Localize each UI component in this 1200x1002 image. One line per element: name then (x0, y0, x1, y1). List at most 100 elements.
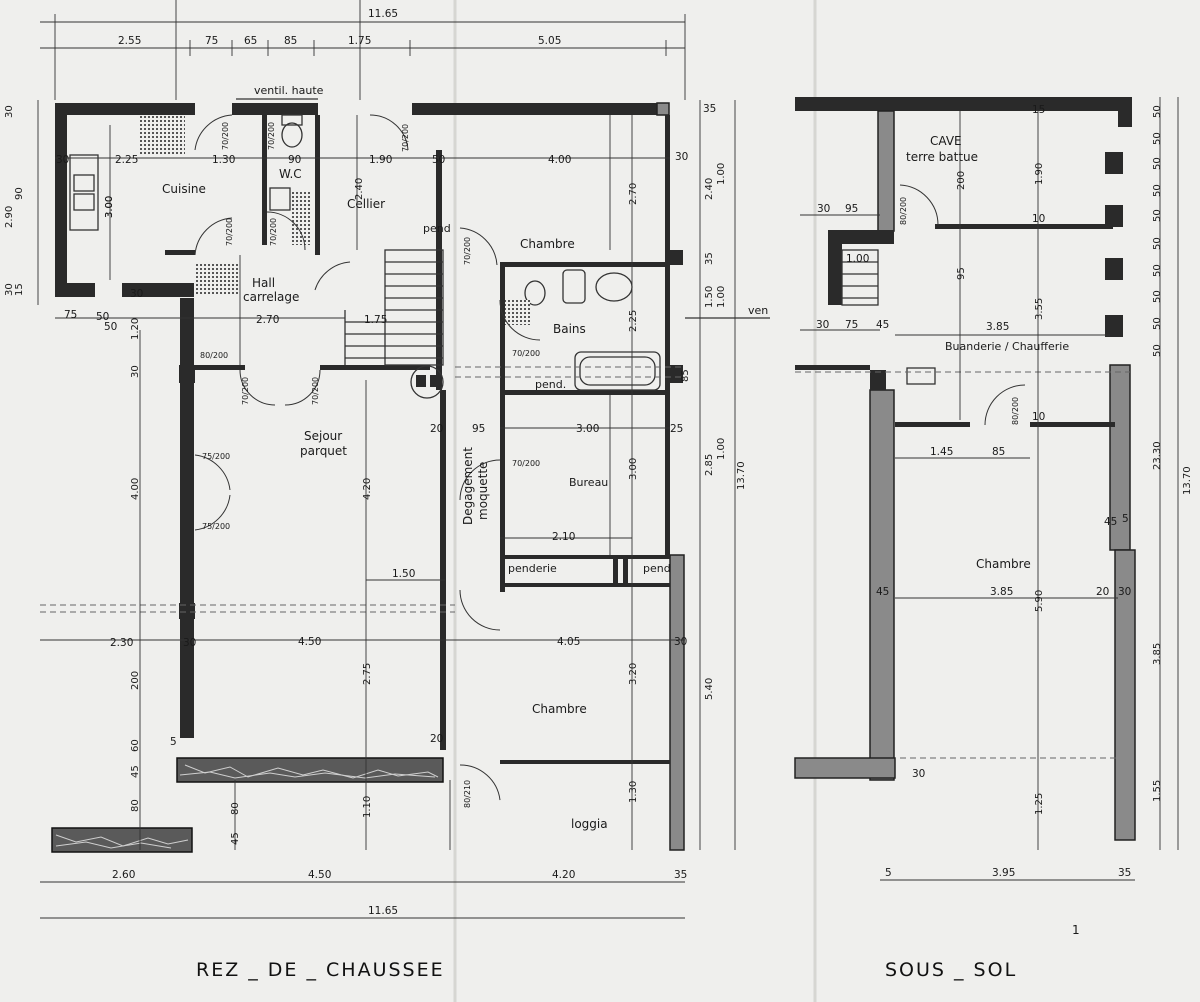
dim-left: 30 (183, 637, 196, 649)
dim-right: 23.30 (1152, 441, 1163, 470)
dim-interior: 95 (845, 203, 858, 215)
dim-right: 35 (704, 252, 715, 265)
dim-interior: 75 (845, 319, 858, 331)
door-tag: 70/200 (463, 237, 472, 265)
room-label-degagement-floor: moquette (476, 462, 490, 520)
door-tag: 80/200 (200, 351, 228, 360)
basement-stairs (841, 249, 879, 306)
dim-interior: 1.10 (362, 796, 373, 818)
room-label-buanderie: Buanderie / Chaufferie (945, 340, 1069, 353)
dim-interior: 10 (1032, 411, 1045, 423)
room-label-chambre-basement: Chambre (976, 557, 1031, 571)
dim-interior: 80 (230, 802, 241, 815)
dim-interior: 2.70 (256, 314, 279, 326)
dim-interior: 75 (64, 309, 77, 321)
dim-right: 50 (1152, 344, 1163, 357)
door-tag: 80/210 (463, 780, 472, 808)
door-tag: 70/200 (311, 377, 320, 405)
dim-interior: 1.90 (1034, 163, 1045, 185)
dim-left: 1.20 (130, 318, 141, 340)
dim-interior: 50 (432, 154, 445, 166)
label-ven: ven (748, 304, 768, 317)
dim-right: 50 (1152, 264, 1163, 277)
ventil-haute-label: ventil. haute (254, 84, 324, 97)
dim-interior: 1.45 (930, 446, 953, 458)
staircase (344, 249, 444, 366)
room-label-pend-cellier: pend (423, 222, 451, 235)
dim-total-width-bottom: 11.65 (368, 905, 398, 917)
dim-interior: 30 (816, 319, 829, 331)
room-label-hall: Hall (252, 276, 275, 290)
dim-interior: 200 (956, 171, 967, 190)
dim-interior: 3.00 (628, 458, 639, 480)
dim-right: 13.70 (1182, 466, 1193, 495)
dim-left: 60 (130, 739, 141, 752)
dim-right: 1.50 (704, 286, 715, 308)
room-label-cave-floor: terre battue (906, 150, 978, 164)
dim-right: 2.85 (704, 454, 715, 476)
basement-doors (899, 184, 1026, 426)
dim-right: 50 (1152, 157, 1163, 170)
dim-right: 50 (1152, 105, 1163, 118)
dim-top-segment: 75 (205, 35, 218, 47)
dim-interior: 4.05 (557, 636, 580, 648)
dim-interior: 3.00 (104, 196, 115, 218)
dim-interior: 95 (956, 267, 967, 280)
dim-left: 30 (4, 283, 15, 296)
ground-floor-dimension-text: 2.60 4.50 4.20 35 11.65 30 3.00 2.90 90 … (4, 105, 747, 917)
dim-interior: 30 (817, 203, 830, 215)
dim-interior: 1.75 (364, 314, 387, 326)
basement-room-labels: CAVE terre battue Buanderie / Chaufferie… (906, 134, 1069, 571)
door-tag: 70/200 (221, 122, 230, 150)
ground-floor-dashed-lines (40, 366, 685, 613)
ground-floor-plan: 11.65 2.55 75 65 85 1.75 5.05 35 ventil.… (4, 0, 770, 919)
dim-interior: 1.30 (628, 781, 639, 803)
dim-interior: 3.00 (576, 423, 599, 435)
dim-interior: 30 (56, 154, 69, 166)
dim-right: 1.55 (1152, 780, 1163, 802)
dim-interior: 2.25 (628, 310, 639, 332)
room-label-hall-floor: carrelage (243, 290, 299, 304)
dim-interior: 3.85 (986, 321, 1009, 333)
room-label-cave: CAVE (930, 134, 962, 148)
dim-left: 2.90 (4, 206, 15, 228)
dim-interior: 90 (288, 154, 301, 166)
room-label-penderie: penderie (508, 562, 557, 575)
wc-fixtures (269, 114, 312, 245)
dim-left: 30 (130, 365, 141, 378)
dim-interior: 3.55 (1034, 298, 1045, 320)
door-tag: 70/200 (267, 122, 276, 150)
room-label-degagement: Degagement (461, 447, 475, 525)
dim-right: 1.00 (716, 438, 727, 460)
dim-interior: 10 (1032, 213, 1045, 225)
dim-interior: 4.50 (298, 636, 321, 648)
chimney-marker (410, 365, 444, 399)
door-tag: 70/200 (512, 459, 540, 468)
dim-interior: 95 (472, 423, 485, 435)
dim-top-segment: 2.55 (118, 35, 141, 47)
dim-interior: 1.00 (846, 253, 869, 265)
door-tag: 80/200 (1011, 397, 1020, 425)
pencil-note: 1 (1072, 923, 1080, 937)
dim-interior: 5 (170, 736, 177, 748)
dim-right: 1.00 (716, 286, 727, 308)
dim-right: 50 (1152, 290, 1163, 303)
kitchen-counter (69, 115, 185, 231)
dim-interior: 3.85 (990, 586, 1013, 598)
dim-interior: 30 (912, 768, 925, 780)
dim-interior: 4.00 (548, 154, 571, 166)
room-label-cellier: Cellier (347, 197, 385, 211)
dim-left: 45 (130, 765, 141, 778)
dim-top-segment: 1.75 (348, 35, 371, 47)
ground-floor-doors (194, 114, 541, 801)
dim-left: 90 (14, 187, 25, 200)
dim-interior: 45 (876, 586, 889, 598)
dim-interior: 45 (876, 319, 889, 331)
dim-left: 15 (14, 283, 25, 296)
room-label-bureau: Bureau (569, 476, 608, 489)
door-tag: 70/200 (512, 349, 540, 358)
room-label-wc: W.C (279, 167, 302, 181)
dim-right: 3.85 (1152, 643, 1163, 665)
dim-interior: 1.25 (1034, 793, 1045, 815)
